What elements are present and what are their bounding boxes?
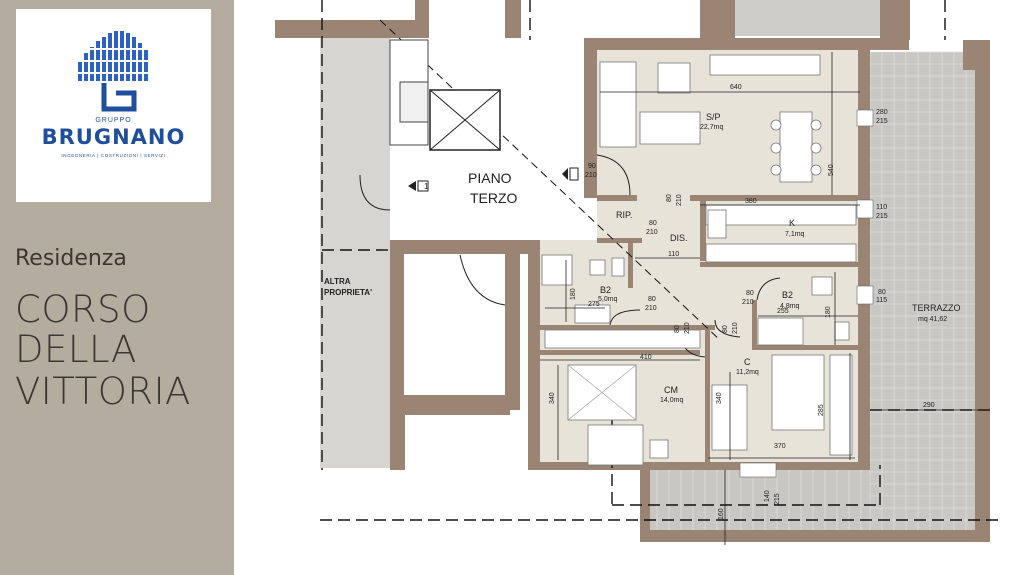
room-bedroom-area: 11,2mq bbox=[736, 369, 759, 376]
room-kitchen-area: 7,1mq bbox=[785, 231, 805, 238]
dim-bedroom-depth-left: 340 bbox=[716, 392, 723, 404]
dim-bath2-door: 80 bbox=[746, 290, 754, 297]
floor-label-line1: PIANO bbox=[468, 170, 512, 186]
dim-door-entry-h: 210 bbox=[585, 172, 597, 179]
elevator-shaft bbox=[389, 39, 501, 151]
neighbor-area bbox=[320, 38, 390, 468]
room-closet-name: RIP. bbox=[616, 210, 633, 220]
dim-window2-h: 215 bbox=[876, 213, 888, 220]
room-bedroom-name: C bbox=[744, 357, 751, 367]
dim-bath2-door-h: 210 bbox=[742, 299, 754, 306]
dim-terrace-width: 290 bbox=[923, 402, 935, 409]
dim-bedroom-depth: 285 bbox=[818, 404, 825, 416]
dim-master-width: 410 bbox=[640, 354, 652, 361]
dim-bath1-depth: 180 bbox=[570, 288, 577, 300]
living-furniture bbox=[541, 54, 857, 466]
dim-bath2-depth: 180 bbox=[825, 306, 832, 318]
room-living-area: 22,7mq bbox=[700, 124, 724, 131]
residence-subtitle: Residenza bbox=[15, 246, 127, 271]
dim-bath1-width: 275 bbox=[588, 301, 600, 308]
entry-number: 1 bbox=[424, 182, 429, 191]
dim-balcony-depth: 160 bbox=[718, 508, 725, 520]
dim-master-depth: 340 bbox=[549, 392, 556, 404]
room-bath1-area: 5,0mq bbox=[598, 296, 618, 303]
title-line-2: DELLA bbox=[15, 328, 137, 371]
dim-kitchen-width: 380 bbox=[745, 198, 757, 205]
dim-window3: 80 bbox=[878, 289, 886, 296]
sidebar-panel: GRUPPO BRUGNANO INGEGNERIA | COSTRUZIONI… bbox=[0, 0, 234, 575]
dim-closet-door: 80 bbox=[649, 220, 657, 227]
logo-tagline: INGEGNERIA | COSTRUZIONI | SERVIZI bbox=[61, 153, 166, 158]
building-logo-icon bbox=[76, 31, 150, 112]
title-line-3: VITTORIA bbox=[15, 370, 191, 413]
floor-plan: PIANO TERZO 1 ALTRA PROPRIETA' S/P 22,7m… bbox=[234, 0, 1024, 575]
dim-window2: 110 bbox=[876, 204, 888, 211]
room-terrace-name: TERRAZZO bbox=[912, 303, 961, 313]
dim-door-hall-a: 80 bbox=[666, 194, 673, 202]
room-bath2-area: 4,8mq bbox=[780, 303, 800, 310]
dim-window1-h: 215 bbox=[876, 118, 888, 125]
entry-arrow-icon bbox=[408, 180, 429, 192]
dim-door-entry: 90 bbox=[588, 163, 596, 170]
dimension-lines bbox=[540, 52, 990, 545]
dim-living-width: 640 bbox=[730, 84, 742, 91]
room-bath2-name: B2 bbox=[782, 290, 794, 300]
dim-bath1-door-h: 210 bbox=[645, 305, 657, 312]
room-kitchen-name: K bbox=[789, 218, 796, 228]
dim-window4-h: 215 bbox=[774, 493, 781, 505]
terrace-floor bbox=[644, 51, 990, 538]
room-living-name: S/P bbox=[706, 112, 721, 122]
dim-window4: 140 bbox=[764, 490, 771, 502]
door-arrow-icon bbox=[562, 167, 579, 181]
dim-window1: 280 bbox=[876, 109, 888, 116]
dim-master-door: 80 bbox=[674, 325, 681, 333]
dim-bedroom-width: 370 bbox=[774, 443, 786, 450]
room-master-area: 14,0mq bbox=[660, 397, 684, 404]
logo-prefix: GRUPPO bbox=[95, 117, 132, 124]
dim-bedroom-door: 80 bbox=[722, 325, 729, 333]
room-bath1-name: B2 bbox=[600, 285, 612, 295]
floor-label-line2: TERZO bbox=[470, 190, 518, 206]
dim-master-door-h: 210 bbox=[684, 322, 691, 334]
room-terrace-area: mq 41,62 bbox=[918, 316, 948, 323]
dim-bath1-door: 80 bbox=[648, 296, 656, 303]
title-line-1: CORSO bbox=[15, 288, 151, 331]
dim-bedroom-door-h: 210 bbox=[732, 322, 739, 334]
walls bbox=[275, 0, 990, 542]
floor-plan-drawing bbox=[234, 0, 1024, 575]
dim-door-hall-a-h: 210 bbox=[676, 194, 683, 206]
neighbor-label-line2: PROPRIETA' bbox=[324, 288, 372, 297]
room-hall-name: DIS. bbox=[670, 233, 688, 243]
dim-closet-door-h: 210 bbox=[646, 229, 658, 236]
neighbor-label-line1: ALTRA bbox=[324, 277, 351, 286]
room-master-name: CM bbox=[664, 385, 678, 395]
dim-living-depth: 540 bbox=[828, 164, 835, 176]
company-logo-card: GRUPPO BRUGNANO INGEGNERIA | COSTRUZIONI… bbox=[16, 9, 211, 202]
dim-window3-h: 115 bbox=[876, 297, 888, 304]
dim-hall-width: 110 bbox=[668, 251, 680, 258]
logo-brand-name: BRUGNANO bbox=[41, 125, 186, 149]
dim-bath2-width: 255 bbox=[777, 308, 789, 315]
